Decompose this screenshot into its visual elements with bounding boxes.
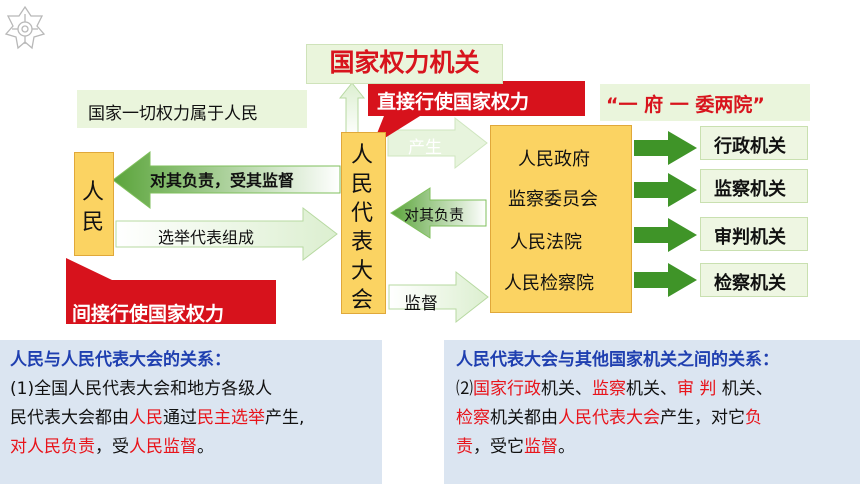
responsible-label: 对其负责，受其监督: [150, 171, 295, 190]
org-list-item: 人民政府: [518, 149, 590, 170]
npc-char-5: 大: [351, 259, 374, 284]
left-panel: 人民与人民代表大会的关系： (1)全国人民代表大会和地方各级人 民代表大会都由人…: [0, 340, 382, 484]
left-arrow-responsible: [112, 150, 341, 210]
indirect-power-text: 间接行使国家权力: [72, 303, 225, 325]
supervise-label: 监督: [404, 294, 438, 314]
arrow-judicial: [634, 218, 697, 252]
org-type-label: 检察机关: [714, 273, 786, 294]
right-arrow-supervise: [388, 270, 489, 324]
ornament-icon: [4, 5, 46, 50]
org-list-item: 监察委员会: [508, 189, 598, 210]
org-list-box: [490, 125, 632, 313]
direct-power-text: 直接行使国家权力: [377, 91, 530, 113]
one-gov-box: [600, 84, 810, 121]
left-panel-line2: 民代表大会都由人民通过民主选举产生,: [10, 408, 305, 428]
org-type-box: [700, 169, 808, 203]
right-panel: 人民代表大会与其他国家机关之间的关系： ⑵国家行政机关、监察机关、审 判 机关、…: [444, 340, 860, 484]
npc-char-4: 表: [351, 230, 374, 255]
npc-char-1: 人: [351, 143, 374, 168]
org-type-box: [700, 263, 808, 297]
people-box: [74, 152, 114, 256]
all-power-box: [77, 90, 307, 128]
people-char-2: 民: [82, 210, 105, 235]
elect-label: 选举代表组成: [158, 228, 255, 247]
produce-label: 产生: [408, 138, 442, 158]
arrow-admin: [634, 131, 697, 165]
right-arrow-produce: [387, 116, 488, 170]
npc-char-2: 民: [351, 172, 374, 197]
org-type-box: [700, 217, 808, 251]
one-gov-label: “一 府 一 委两院”: [606, 94, 765, 116]
arrow-supervisory: [634, 173, 697, 207]
people-char-1: 人: [82, 180, 105, 205]
left-arrow-answer: [390, 187, 487, 239]
npc-box: [341, 132, 386, 314]
right-arrow-elect: [115, 206, 338, 262]
right-panel-line3: 责，受它监督。: [456, 437, 575, 457]
org-list-item: 人民法院: [510, 232, 582, 253]
org-type-label: 行政机关: [714, 136, 786, 157]
all-power-text: 国家一切权力属于人民: [88, 104, 258, 124]
arrow-procuratorial: [634, 263, 697, 297]
page-title: 国家权力机关: [329, 48, 480, 77]
right-panel-line2: 检察机关都由人民代表大会产生，对它负: [456, 408, 762, 428]
answer-label: 对其负责: [404, 206, 465, 224]
left-panel-line3: 对人民负责，受人民监督。: [10, 437, 214, 457]
org-list-item: 人民检察院: [504, 273, 594, 294]
right-panel-line1: ⑵国家行政机关、监察机关、审 判 机关、: [456, 379, 773, 399]
left-panel-heading: 人民与人民代表大会的关系：: [10, 350, 231, 370]
npc-char-6: 会: [351, 288, 374, 313]
title-box: [306, 44, 503, 84]
org-type-label: 监察机关: [714, 179, 786, 200]
up-arrow: [338, 82, 366, 138]
npc-char-3: 代: [351, 201, 374, 226]
left-panel-line1: (1)全国人民代表大会和地方各级人: [10, 379, 273, 399]
org-type-box: [700, 126, 808, 160]
right-panel-heading: 人民代表大会与其他国家机关之间的关系：: [456, 350, 779, 370]
indirect-power-banner-shape: [66, 258, 276, 324]
direct-power-banner-shape: [368, 81, 585, 146]
org-type-label: 审判机关: [714, 227, 786, 248]
